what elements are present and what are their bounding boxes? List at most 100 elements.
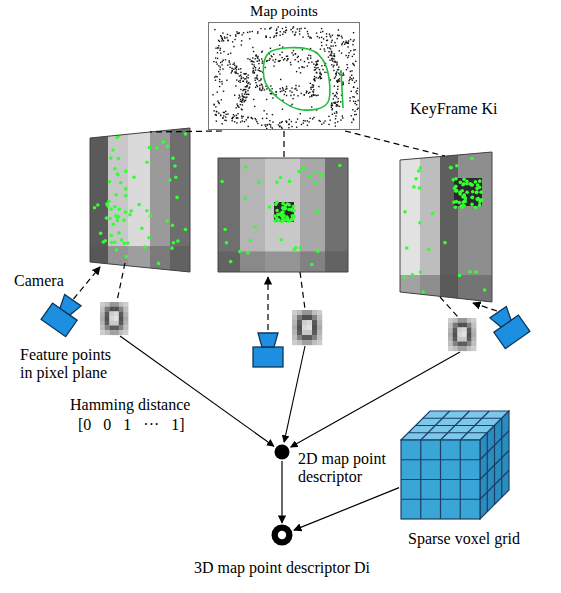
map-point — [266, 60, 267, 61]
feature-point — [171, 224, 175, 228]
map-point — [323, 38, 324, 39]
keyframe-image — [400, 152, 492, 302]
map-point — [276, 33, 277, 34]
feature-point — [454, 189, 458, 193]
map-point — [216, 111, 217, 112]
map-point — [246, 82, 247, 83]
pixel-cell — [462, 332, 467, 337]
feature-point — [175, 196, 179, 200]
feature-point — [316, 250, 320, 254]
map-point — [232, 117, 233, 118]
map-point — [291, 126, 292, 127]
map-point — [251, 117, 252, 118]
map-point — [338, 29, 339, 30]
feature-point — [461, 204, 465, 208]
map-point — [292, 31, 293, 32]
map-point — [262, 88, 263, 89]
feature-point — [116, 173, 120, 177]
map-point — [345, 55, 346, 56]
grid-line — [460, 411, 489, 440]
pixel-cell — [100, 316, 105, 321]
map-point — [317, 36, 318, 37]
map-point — [322, 69, 323, 70]
pixel-cell — [317, 315, 322, 320]
map-point — [316, 64, 317, 65]
pixel-cell — [307, 325, 312, 330]
map-point — [353, 77, 354, 78]
pixel-cell — [472, 346, 477, 351]
map-point — [285, 91, 286, 92]
map-point — [215, 114, 216, 115]
map-point — [304, 28, 305, 29]
voxel-cube — [401, 411, 509, 519]
node-label: Map points — [250, 3, 318, 20]
map-point — [331, 109, 332, 110]
map-point — [321, 45, 322, 46]
map-point — [293, 26, 294, 27]
map-point — [289, 119, 290, 120]
map-point — [247, 93, 248, 94]
map-point — [248, 82, 249, 83]
map-point — [336, 62, 337, 63]
map-point — [313, 86, 314, 87]
map-point — [276, 33, 277, 34]
map-point — [245, 73, 246, 74]
pixel-cell — [467, 323, 472, 328]
map-point — [330, 119, 331, 120]
map-point — [245, 100, 246, 101]
pixel-cell — [124, 330, 129, 335]
map-point — [312, 118, 313, 119]
map-point — [223, 112, 224, 113]
pixel-cell — [292, 325, 297, 330]
map-point — [264, 124, 265, 125]
pixel-cell — [317, 340, 322, 345]
map-point — [255, 58, 256, 59]
map-point — [335, 73, 336, 74]
map-point — [262, 89, 263, 90]
feature-point — [149, 214, 153, 218]
map-point — [216, 115, 217, 116]
map-point — [279, 54, 280, 55]
map-point — [257, 57, 258, 58]
map-point — [225, 59, 226, 60]
map-point — [236, 66, 237, 67]
feature-point — [172, 241, 176, 245]
feature-point — [132, 176, 136, 180]
map-point — [324, 120, 325, 121]
map-point — [240, 99, 241, 100]
map-point — [306, 92, 307, 93]
pixel-cell — [312, 340, 317, 345]
map-point — [335, 95, 336, 96]
map-point — [238, 69, 239, 70]
map-point — [269, 124, 270, 125]
map-point — [309, 92, 310, 93]
map-point — [253, 64, 254, 65]
map-point — [273, 54, 274, 55]
map-point — [246, 94, 247, 95]
pixel-cell — [453, 346, 458, 351]
map-point — [259, 85, 260, 86]
pixel-cell — [453, 337, 458, 342]
map-point — [339, 78, 340, 79]
feature-point — [122, 218, 126, 222]
feature-point — [405, 246, 409, 250]
map-point — [219, 81, 220, 82]
map-point — [307, 125, 308, 126]
map-point — [329, 55, 330, 56]
map-point — [244, 78, 245, 79]
map-point — [311, 96, 312, 97]
map-point — [311, 61, 312, 62]
map-point — [248, 94, 249, 95]
map-point — [256, 121, 257, 122]
map-point — [265, 67, 266, 68]
map-point — [323, 122, 324, 123]
map-point — [257, 56, 258, 57]
map-point — [262, 86, 263, 87]
pixel-cell — [124, 316, 129, 321]
feature-point — [174, 176, 178, 180]
map-point — [254, 72, 255, 73]
feature-point — [124, 210, 128, 214]
feature-point — [292, 209, 296, 213]
map-point — [336, 92, 337, 93]
map-point — [247, 74, 248, 75]
